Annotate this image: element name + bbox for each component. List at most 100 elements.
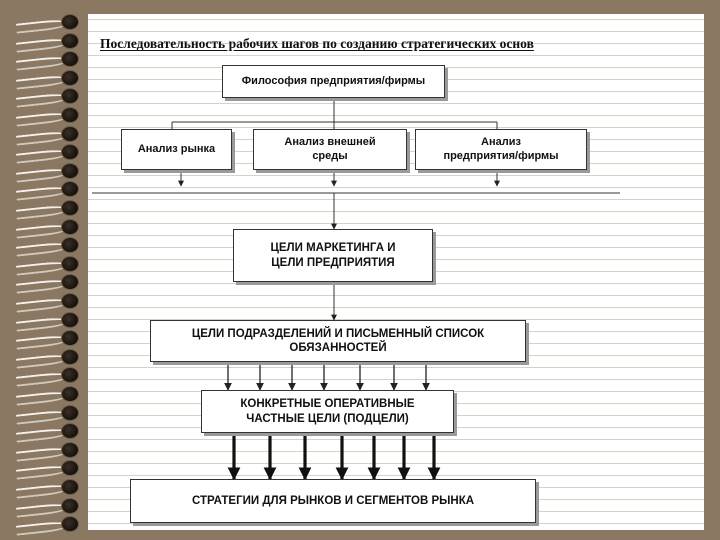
external-analysis-box: Анализ внешней среды	[253, 129, 407, 170]
ring-wire	[15, 260, 69, 276]
spiral-ring	[15, 479, 78, 499]
division-goals-box: ЦЕЛИ ПОДРАЗДЕЛЕНИЙ И ПИСЬМЕННЫЙ СПИСОК О…	[150, 320, 526, 362]
ring-hole	[62, 498, 78, 513]
ring-hole	[62, 126, 78, 141]
spiral-ring	[15, 14, 78, 34]
ring-hole	[62, 368, 78, 383]
spiral-ring	[15, 33, 78, 53]
spiral-ring	[15, 70, 78, 90]
ring-wire	[15, 315, 69, 332]
ring-wire	[15, 483, 69, 499]
operative-goals-label: КОНКРЕТНЫЕ ОПЕРАТИВНЫЕ ЧАСТНЫЕ ЦЕЛИ (ПОД…	[240, 398, 415, 425]
ring-wire	[15, 278, 69, 295]
ring-wire	[15, 129, 69, 146]
ring-wire	[15, 241, 69, 257]
spiral-ring	[15, 405, 78, 425]
strategies-box: СТРАТЕГИИ ДЛЯ РЫНКОВ И СЕГМЕНТОВ РЫНКА	[130, 479, 536, 523]
ring-wire	[15, 204, 69, 220]
ring-wire	[15, 520, 69, 536]
ring-hole	[62, 163, 78, 178]
ring-wire	[15, 36, 69, 53]
external-analysis-label: Анализ внешней среды	[284, 135, 376, 162]
market-analysis-box: Анализ рынка	[121, 129, 232, 170]
ring-hole	[62, 349, 78, 364]
ring-hole	[62, 182, 78, 197]
ring-hole	[62, 275, 78, 290]
ring-hole	[62, 52, 78, 67]
ring-hole	[62, 312, 78, 327]
ring-hole	[62, 331, 78, 346]
ring-wire	[15, 185, 69, 202]
ring-hole	[62, 480, 78, 494]
spiral-ring	[15, 516, 78, 536]
ring-wire	[15, 55, 69, 71]
division-goals-label: ЦЕЛИ ПОДРАЗДЕЛЕНИЙ И ПИСЬМЕННЫЙ СПИСОК О…	[191, 327, 485, 354]
ring-hole	[62, 201, 78, 215]
spiral-ring	[15, 237, 78, 257]
ring-wire	[15, 334, 69, 350]
ring-hole	[62, 517, 78, 532]
ring-hole	[62, 442, 78, 457]
spiral-ring	[15, 51, 78, 71]
ring-hole	[62, 145, 78, 160]
ring-wire	[15, 353, 69, 369]
spiral-ring	[15, 293, 78, 313]
ring-hole	[62, 219, 78, 234]
ring-wire	[15, 74, 69, 90]
ring-wire	[15, 501, 69, 518]
ring-hole	[62, 238, 78, 253]
operative-goals-box: КОНКРЕТНЫЕ ОПЕРАТИВНЫЕ ЧАСТНЫЕ ЦЕЛИ (ПОД…	[201, 390, 454, 433]
spiral-ring	[15, 256, 78, 276]
spiral-ring	[15, 107, 78, 127]
spiral-ring	[15, 498, 78, 518]
spiral-ring	[15, 200, 78, 220]
ring-hole	[62, 89, 78, 104]
spiral-ring	[15, 349, 78, 369]
marketing-goals-box: ЦЕЛИ МАРКЕТИНГА И ЦЕЛИ ПРЕДПРИЯТИЯ	[233, 229, 433, 282]
spiral-ring	[15, 88, 78, 109]
spiral-ring	[15, 219, 78, 239]
philosophy-label: Философия предприятия/фирмы	[241, 74, 426, 87]
spiral-ring	[15, 274, 78, 295]
spiral-binding	[0, 0, 90, 540]
page-title: Последовательность рабочих шагов по созд…	[100, 36, 534, 51]
enterprise-analysis-label: Анализ предприятия/фирмы	[443, 135, 559, 162]
spiral-ring	[15, 181, 78, 202]
ring-wire	[15, 427, 69, 443]
marketing-goals-label: ЦЕЛИ МАРКЕТИНГА И ЦЕЛИ ПРЕДПРИЯТИЯ	[270, 242, 396, 269]
spiral-ring	[15, 460, 78, 481]
ring-wire	[15, 297, 69, 313]
spiral-ring	[15, 367, 78, 388]
philosophy-box: Философия предприятия/фирмы	[222, 65, 445, 98]
ring-hole	[62, 294, 78, 308]
ring-wire	[15, 92, 69, 109]
spiral-ring	[15, 442, 78, 462]
enterprise-analysis-box: Анализ предприятия/фирмы	[415, 129, 587, 170]
spiral-ring	[15, 330, 78, 350]
ring-wire	[15, 390, 69, 406]
spiral-ring	[15, 312, 78, 332]
ring-wire	[15, 148, 69, 164]
ring-hole	[62, 424, 78, 439]
ring-wire	[15, 18, 69, 34]
strategies-label: СТРАТЕГИИ ДЛЯ РЫНКОВ И СЕГМЕНТОВ РЫНКА	[191, 494, 475, 507]
ring-hole	[62, 387, 78, 401]
spiral-ring	[15, 163, 78, 183]
ring-hole	[62, 405, 78, 420]
spiral-ring	[15, 423, 78, 443]
spiral-ring	[15, 144, 78, 164]
ring-hole	[62, 15, 78, 29]
ring-wire	[15, 111, 69, 127]
ring-wire	[15, 408, 69, 425]
ring-hole	[62, 108, 78, 122]
spiral-ring	[15, 386, 78, 406]
ring-wire	[15, 446, 69, 462]
ring-hole	[62, 70, 78, 85]
spiral-ring	[15, 126, 78, 146]
ring-wire	[15, 371, 69, 388]
market-analysis-label: Анализ рынка	[137, 142, 216, 155]
ring-wire	[15, 464, 69, 481]
ring-hole	[62, 461, 78, 476]
ring-hole	[62, 33, 78, 48]
